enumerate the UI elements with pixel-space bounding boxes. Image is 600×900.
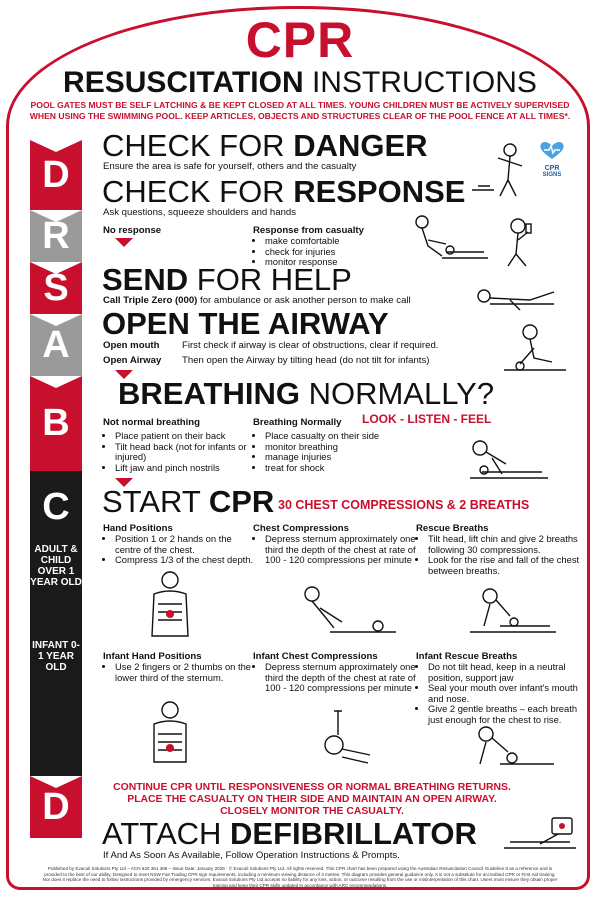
breathing-normally-label: Breathing Normally [253,417,342,428]
chest-compressions-label: Chest Compressions [253,523,349,534]
pool-warning: POOL GATES MUST BE SELF LATCHING & BE KE… [29,100,571,121]
cpr-heading: START CPR [102,484,275,519]
hand-positions-list: Position 1 or 2 hands on the centre of t… [105,533,255,566]
rescue-breaths-illustration [470,588,556,633]
send-heading: SEND FOR HELP [102,262,352,297]
rescue-breaths-list: Tilt head, lift chin and give 2 breaths … [418,533,588,576]
open-mouth-label: Open mouth [103,340,160,351]
breathing-heading: BREATHING NORMALLY? [118,376,495,411]
not-normal-list: Place patient on their back Tilt head ba… [105,430,255,473]
chest-compressions-illustration [304,586,396,633]
hand-positions-label: Hand Positions [103,523,173,534]
danger-heading: CHECK FOR DANGER [102,128,428,163]
infant-compressions-illustration [324,710,371,764]
open-airway-label: Open Airway [103,355,162,366]
chest-compressions-list: Depress sternum approximately one third … [255,533,420,566]
legal-footer: Published by Evaculi Solutions Pty Ltd –… [42,866,558,888]
infant-age-label: INFANT 0- 1 YEAR OLD [32,640,80,673]
infant-hand-label: Infant Hand Positions [103,651,202,662]
no-response-label: No response [103,225,162,236]
response-text: Ask questions, squeeze shoulders and han… [103,207,297,218]
cpr-ratio-note: 30 CHEST COMPRESSIONS & 2 BREATHS [278,498,530,512]
infant-compressions-label: Infant Chest Compressions [253,651,378,662]
airway-heading: OPEN THE AIRWAY [102,306,389,341]
poster-title: CPR [245,12,355,68]
look-listen-feel-illustration [470,440,548,479]
look-listen-feel: LOOK - LISTEN - FEEL [362,412,492,426]
arrow-down-icon [115,238,133,247]
rescuer-standing-illustration [472,143,523,197]
check-response-illustration [415,215,488,259]
letter-c-cpr: C [42,486,70,528]
continue-cpr-note: CONTINUE CPR UNTIL RESPONSIVENESS OR NOR… [113,782,511,817]
cpr-signs-logo: CPR SIGNS [532,140,572,179]
send-text: Call Triple Zero (000) for ambulance or … [103,295,411,306]
defibrillator-illustration [504,817,576,849]
infant-rescue-breaths-illustration [478,726,554,765]
defib-text: If And As Soon As Available, Follow Oper… [103,850,400,861]
danger-text: Ensure the area is safe for yourself, ot… [103,161,357,172]
infant-rescue-list: Do not tilt head, keep in a neutral posi… [418,661,593,725]
adult-age-label: ADULT & CHILD OVER 1 YEAR OLD [30,544,82,588]
letter-b-breathing: B [30,376,82,471]
phone-call-illustration [507,218,532,267]
breathing-normally-list: Place casualty on their side monitor bre… [255,430,415,473]
defib-heading: ATTACH DEFIBRILLATOR [102,816,477,851]
infant-rescue-label: Infant Rescue Breaths [416,651,518,662]
response-casualty-label: Response from casualty [253,225,364,236]
response-heading: CHECK FOR RESPONSE [102,174,466,209]
infant-compressions-list: Depress sternum approximately one third … [255,661,420,694]
arrow-down-icon [115,370,133,379]
open-airway-illustration [504,324,566,371]
adult-torso-hand-position-illustration [151,571,189,637]
open-mouth-text: First check if airway is clear of obstru… [182,340,439,351]
heart-logo-icon [540,141,564,159]
infant-hand-list: Use 2 fingers or 2 thumbs on the lower t… [105,661,260,683]
poster-frame [6,6,590,890]
poster-subtitle: RESUSCITATION INSTRUCTIONS [63,66,537,99]
open-airway-text: Then open the Airway by tilting head (do… [182,355,430,366]
arrow-down-icon [115,478,133,487]
recovery-position-illustration [477,289,555,311]
not-normal-label: Not normal breathing [103,417,201,428]
infant-torso-hand-position-illustration [153,701,187,763]
rescue-breaths-label: Rescue Breaths [416,523,489,534]
response-list: make comfortable check for injuries moni… [255,235,415,268]
cpr-sidebar-block [30,471,82,776]
